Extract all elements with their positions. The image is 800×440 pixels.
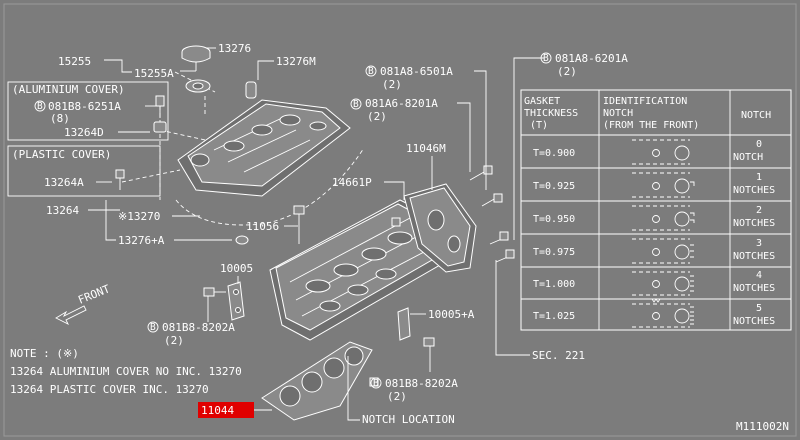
head-gasket-illustration <box>261 341 379 421</box>
table-row-thickness: T=1.025 <box>533 311 575 322</box>
bolt-symbol-icon <box>34 100 46 112</box>
label-081b8-8202a-1[interactable]: 081B8-8202A <box>162 321 235 334</box>
table-row-count: 3 <box>756 238 762 249</box>
label-14661p[interactable]: 14661P <box>332 176 372 189</box>
label-15255[interactable]: 15255 <box>58 55 91 68</box>
table-row-count: 4 <box>756 270 762 281</box>
bolts-right <box>469 165 515 263</box>
table-row-thickness: T=1.000 <box>533 279 575 290</box>
note-line-2: 13264 PLASTIC COVER INC. 13270 <box>10 383 209 396</box>
label-10005[interactable]: 10005 <box>220 262 253 275</box>
note-line-1: 13264 ALUMINIUM COVER NO INC. 13270 <box>10 365 242 378</box>
table-row-count: 0 <box>756 139 762 150</box>
table-row-unit: NOTCHES <box>733 218 775 229</box>
label-notch-location[interactable]: NOTCH LOCATION <box>362 413 455 426</box>
label-11046m[interactable]: 11046M <box>406 142 446 155</box>
front-arrow-icon <box>55 305 87 326</box>
pcv-valve-illustration <box>245 81 257 99</box>
label-qty-2a: (2) <box>382 78 402 91</box>
table-header-gasket-2: THICKNESS <box>524 108 578 119</box>
table-row-unit: NOTCHES <box>733 185 775 196</box>
bolt-symbol-letter-4: B <box>150 322 156 333</box>
table-row-thickness: T=0.950 <box>533 214 575 225</box>
label-plastic-cover: (PLASTIC COVER) <box>12 148 111 161</box>
label-13276[interactable]: 13276 <box>218 42 251 55</box>
label-qty-2e: (2) <box>557 65 577 78</box>
label-qty-2b: (2) <box>367 110 387 123</box>
table-header-gasket-1: GASKET <box>524 96 560 107</box>
gasket-thickness-table: GASKET THICKNESS (T) IDENTIFICATION NOTC… <box>520 89 792 331</box>
label-081a8-6501a[interactable]: 081A8-6501A <box>380 65 453 78</box>
label-081a6-8201a[interactable]: 081A6-8201A <box>365 97 438 110</box>
label-11044[interactable]: 11044 <box>201 404 234 417</box>
label-15255a[interactable]: 15255A <box>134 67 174 80</box>
label-aluminium-cover: (ALUMINIUM COVER) <box>12 83 125 96</box>
label-11056[interactable]: 11056 <box>246 220 279 233</box>
diagram-border <box>3 3 797 437</box>
bolt-symbol-letter-2: B <box>368 66 374 77</box>
rocker-cover-illustration <box>175 99 365 226</box>
note-heading: NOTE : (※) <box>10 347 79 360</box>
table-row-unit: NOTCHES <box>733 316 775 327</box>
head-bolt-illustration <box>293 205 401 244</box>
table-row-count: 1 <box>756 172 762 183</box>
label-081b8-6251a[interactable]: 081B8-6251A <box>48 100 121 113</box>
table-row-thickness: T=0.900 <box>533 148 575 159</box>
label-qty-2d: (2) <box>387 390 407 403</box>
table-header-ident-3: (FROM THE FRONT) <box>603 120 699 131</box>
table-header-ident-1: IDENTIFICATION <box>603 96 687 107</box>
table-row-unit: NOTCHES <box>733 251 775 262</box>
highlight-11044 <box>198 402 254 418</box>
label-13264a[interactable]: 13264A <box>44 176 84 189</box>
label-sec-221[interactable]: SEC. 221 <box>532 349 585 362</box>
front-cover-illustration <box>403 183 477 273</box>
label-13264[interactable]: 13264 <box>46 204 79 217</box>
label-13264d[interactable]: 13264D <box>64 126 104 139</box>
label-13270[interactable]: ※13270 <box>118 210 160 223</box>
table-header-notch: NOTCH <box>741 110 771 121</box>
label-10005a[interactable]: 10005+A <box>428 308 475 321</box>
bolt-symbol-letter: B <box>37 101 43 112</box>
table-row-count: 2 <box>756 205 762 216</box>
bolts-upper-left <box>115 95 167 190</box>
table-row-unit: NOTCH <box>733 152 763 163</box>
table-row-thickness: T=0.925 <box>533 181 575 192</box>
label-13276m[interactable]: 13276M <box>276 55 316 68</box>
bolt-symbol-letter-3: B <box>353 99 359 110</box>
aluminium-cover-box <box>7 81 169 141</box>
notch-identification-drawings <box>632 139 695 328</box>
diagram-code: M111002N <box>736 420 789 433</box>
table-row-unit: NOTCHES <box>733 283 775 294</box>
bolt-symbol-letter-6: B <box>543 53 549 64</box>
label-081b8-8202a-2[interactable]: 081B8-8202A <box>385 377 458 390</box>
table-row-thickness: T=0.975 <box>533 247 575 258</box>
label-13276a[interactable]: 13276+A <box>118 234 165 247</box>
table-row-count: 5 <box>756 303 762 314</box>
label-qty-8: (8) <box>50 112 70 125</box>
bracket-10005-illustration <box>203 281 435 347</box>
table-header-gasket-3: (T) <box>530 120 548 131</box>
table-header-ident-2: NOTCH <box>603 108 633 119</box>
bolt-symbol-letter-5: B <box>373 378 379 389</box>
label-081a8-6201a[interactable]: 081A8-6201A <box>555 52 628 65</box>
label-qty-2c: (2) <box>164 334 184 347</box>
